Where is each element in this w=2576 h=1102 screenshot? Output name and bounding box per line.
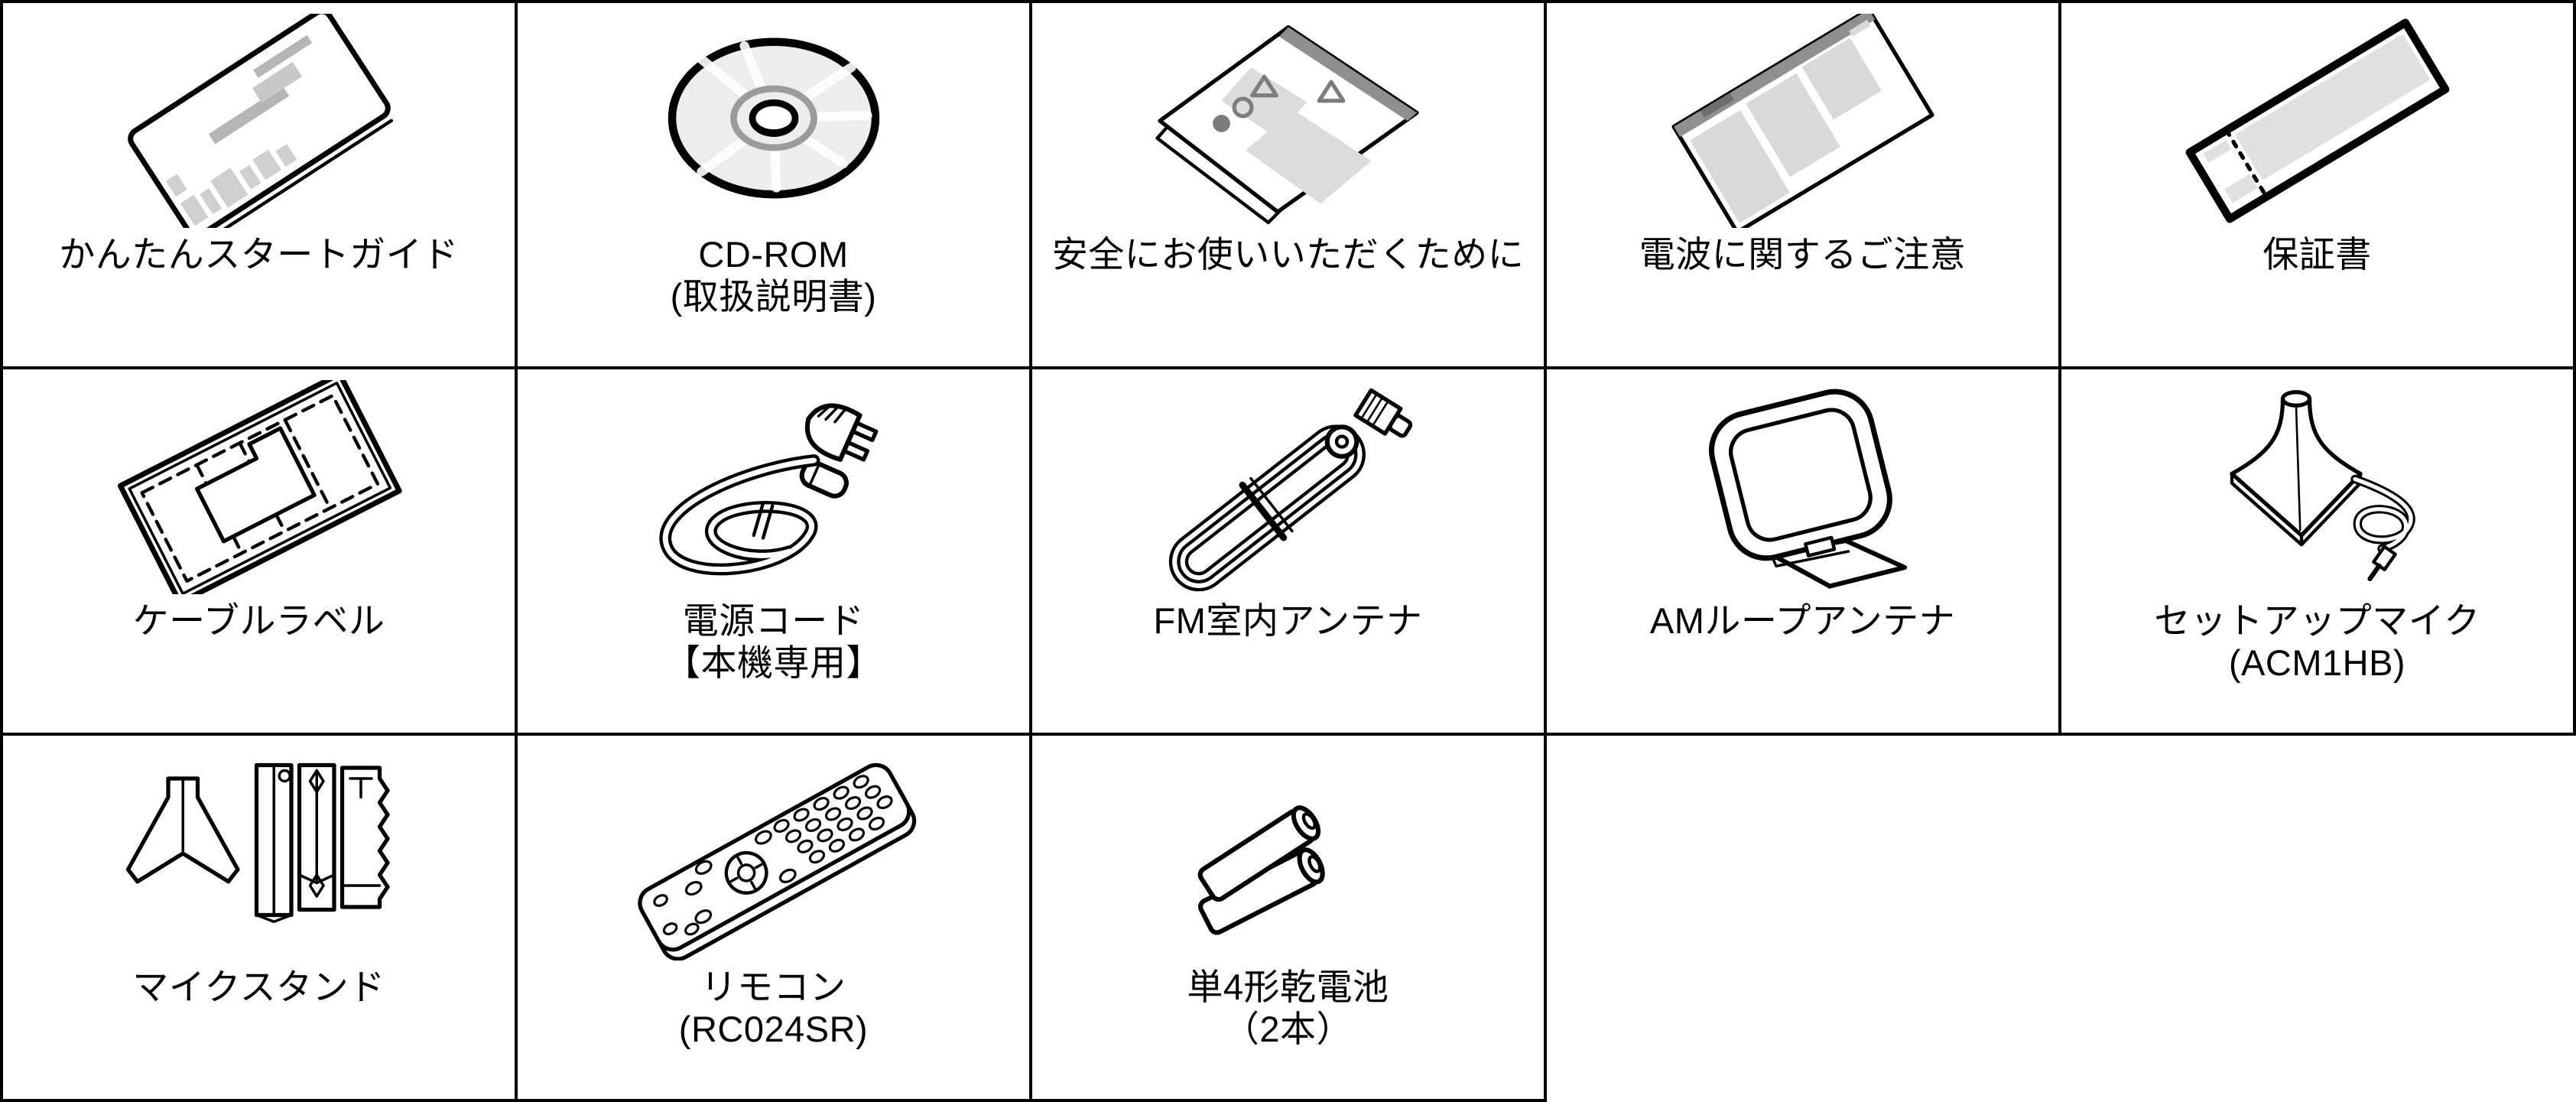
safety-leaflet-illustration bbox=[1034, 5, 1542, 232]
cell-radio-notice: 電波に関するご注意 bbox=[1544, 0, 2061, 369]
am-loop-antenna-illustration bbox=[1548, 371, 2057, 599]
accessory-label: 保証書 bbox=[2263, 234, 2372, 275]
cell-setup-mic: セットアップマイク (ACM1HB) bbox=[2058, 366, 2576, 736]
accessory-label: AMループアンテナ bbox=[1649, 600, 1956, 641]
accessory-label: CD-ROM (取扱説明書) bbox=[670, 234, 877, 317]
cell-cd-rom: CD-ROM (取扱説明書) bbox=[515, 0, 1032, 369]
accessory-label: FM室内アンテナ bbox=[1153, 600, 1423, 641]
radio-notice-illustration bbox=[1548, 5, 2057, 232]
accessory-label: 電波に関するご注意 bbox=[1639, 234, 1967, 275]
cell-remote-control: リモコン (RC024SR) bbox=[515, 733, 1032, 1102]
empty-cell-2 bbox=[2060, 734, 2574, 1100]
accessories-row-2: ケーブルラベル bbox=[0, 366, 2576, 736]
mic-stand-illustration bbox=[5, 737, 513, 965]
quick-start-guide-illustration bbox=[5, 5, 513, 232]
cable-label-illustration bbox=[5, 371, 513, 599]
remote-control-illustration bbox=[519, 737, 1028, 965]
accessory-label: 安全にお使いいただくために bbox=[1051, 234, 1525, 275]
cell-fm-antenna: FM室内アンテナ bbox=[1029, 366, 1547, 736]
fm-antenna-illustration bbox=[1034, 371, 1542, 599]
cell-cable-labels: ケーブルラベル bbox=[0, 366, 518, 736]
cell-am-loop-antenna: AMループアンテナ bbox=[1544, 366, 2061, 736]
cell-batteries: 単4形乾電池 （2本） bbox=[1029, 733, 1547, 1102]
accessory-label: セットアップマイク (ACM1HB) bbox=[2154, 600, 2480, 683]
accessory-label: 単4形乾電池 （2本） bbox=[1187, 967, 1389, 1049]
setup-mic-illustration bbox=[2063, 371, 2571, 599]
accessories-row-1: かんたんスタートガイド bbox=[0, 0, 2576, 369]
power-cord-illustration bbox=[519, 371, 1028, 599]
cd-rom-illustration bbox=[519, 5, 1028, 232]
warranty-illustration bbox=[2063, 5, 2571, 232]
accessories-row-3: マイクスタンド bbox=[0, 733, 2574, 1102]
accessory-label: かんたんスタートガイド bbox=[59, 234, 459, 275]
accessory-label: 電源コード 【本機専用】 bbox=[664, 600, 882, 683]
accessory-label: マイクスタンド bbox=[132, 967, 385, 1007]
cell-safety-leaflet: 安全にお使いいただくために bbox=[1029, 0, 1547, 369]
cell-quick-start-guide: かんたんスタートガイド bbox=[0, 0, 518, 369]
accessory-label: リモコン (RC024SR) bbox=[678, 967, 869, 1049]
cell-power-cord: 電源コード 【本機専用】 bbox=[515, 366, 1032, 736]
cell-warranty: 保証書 bbox=[2058, 0, 2576, 369]
empty-cell-1 bbox=[1545, 734, 2060, 1100]
batteries-illustration bbox=[1034, 737, 1542, 965]
cell-mic-stand: マイクスタンド bbox=[0, 733, 518, 1102]
accessory-label: ケーブルラベル bbox=[132, 600, 385, 641]
